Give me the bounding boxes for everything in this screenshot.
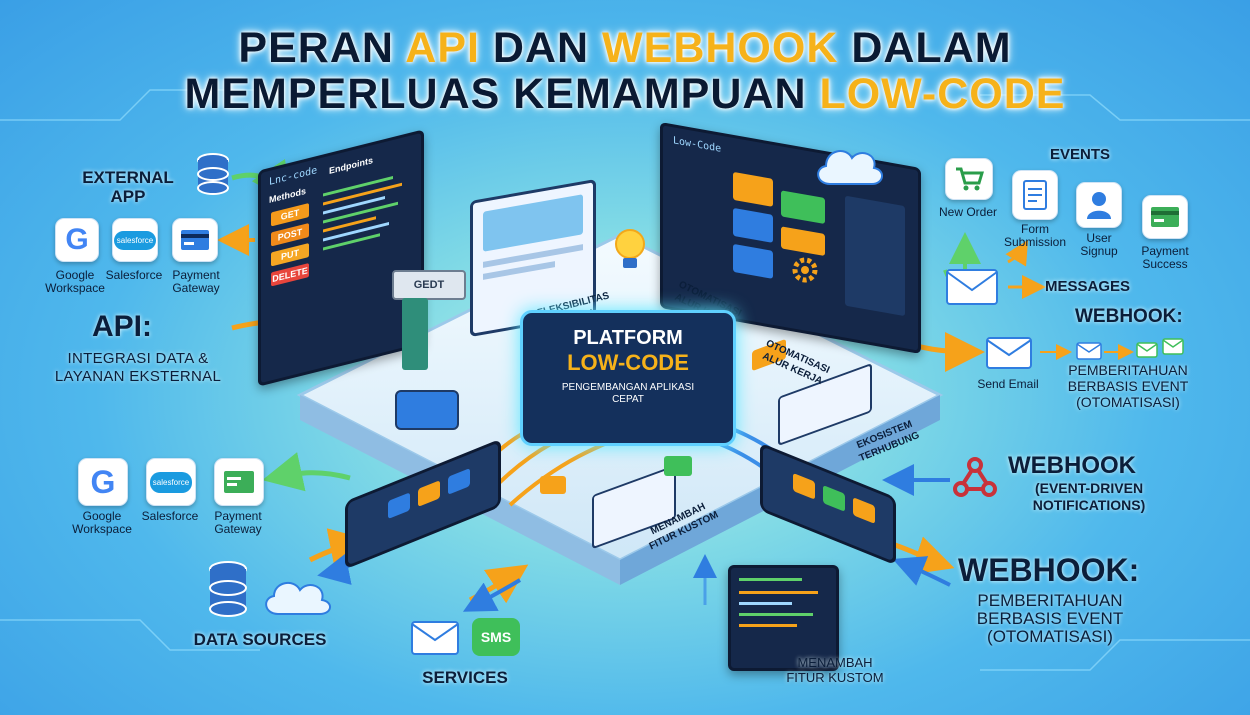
payment-gateway-tile-2[interactable] <box>214 458 264 506</box>
green-block <box>664 456 692 476</box>
salesforce-tile-2[interactable]: salesforce <box>146 458 196 506</box>
google-icon: G <box>65 223 89 256</box>
data-sources-label: DATA SOURCES <box>193 630 327 649</box>
google-workspace-tile-2[interactable]: G <box>78 458 128 506</box>
salesforce-icon: salesforce <box>149 471 193 493</box>
plug-connector <box>402 298 428 370</box>
payment-card-icon <box>1151 207 1179 227</box>
orange-small-block <box>540 476 566 494</box>
cloud-icon <box>265 581 331 615</box>
menambah-label-2: MENAMBAH FITUR KUSTOM <box>786 655 884 685</box>
api-code-panel: Lnc-code Methods Endpoints GET POST PUT … <box>258 129 424 387</box>
user-icon <box>1087 192 1111 219</box>
lightbulb-icon <box>615 229 645 268</box>
title-highlight-low-code: LOW-CODE <box>819 70 1066 118</box>
messages-label: MESSAGES <box>1045 278 1131 295</box>
database-icon <box>209 561 247 617</box>
services-label: SERVICES <box>422 668 508 687</box>
title-text: MEMPERLUAS KEMAMPUAN <box>184 70 820 118</box>
envelope-icon <box>1076 342 1102 360</box>
database-icon <box>197 153 229 195</box>
payment-success-event-tile[interactable] <box>1142 195 1188 239</box>
new-order-label: New Order <box>938 205 997 219</box>
salesforce-tile[interactable]: salesforce <box>112 218 158 262</box>
platform-low-code-chip: PLATFORM LOW-CODE PENGEMBANGAN APLIKASI … <box>520 310 736 446</box>
platform-label-line-3: PENGEMBANGAN APLIKASI CEPAT <box>561 382 695 405</box>
title-highlight-api: API <box>405 24 480 72</box>
cloud-icon <box>817 150 883 185</box>
envelope-icon <box>986 337 1032 369</box>
salesforce-label: Salesforce <box>105 268 163 282</box>
method-put-button[interactable]: PUT <box>271 242 309 267</box>
methods-column-header: Methods <box>269 185 306 205</box>
left-connector-module <box>345 438 501 570</box>
payment-success-label: Payment Success <box>1141 244 1189 271</box>
google-workspace-tile[interactable]: G <box>55 218 99 262</box>
form-icon <box>1023 180 1047 210</box>
cart-icon <box>956 167 984 191</box>
user-signup-event-tile[interactable] <box>1076 182 1122 228</box>
webhook-subtitle-3: PEMBERITAHUAN BERBASIS EVENT (OTOMATISAS… <box>976 591 1124 646</box>
envelope-icon <box>411 621 459 655</box>
payment-gateway-label: Payment Gateway <box>172 268 220 295</box>
salesforce-label-2: Salesforce <box>141 509 199 523</box>
title-highlight-webhook: WEBHOOK <box>602 24 839 72</box>
webhook-title-1: WEBHOOK: <box>1075 306 1183 327</box>
custom-feature-code-panel <box>728 565 839 671</box>
envelope-icon <box>1136 342 1158 358</box>
webhook-title-3: WEBHOOK: <box>958 552 1140 588</box>
sync-block <box>395 390 459 430</box>
gear-icon <box>792 257 818 283</box>
external-app-label: EXTERNAL APP <box>82 168 174 206</box>
page-title-line-1: PERAN API DAN WEBHOOK DALAM <box>0 24 1250 73</box>
method-delete-button[interactable]: DELETE <box>271 262 309 287</box>
code-panel-header: Lnc-code <box>269 164 318 188</box>
platform-label-line-2: LOW-CODE <box>567 350 689 375</box>
webhook-title-2: WEBHOOK <box>1008 452 1136 479</box>
form-submission-event-tile[interactable] <box>1012 170 1058 220</box>
right-connector-module <box>760 442 896 566</box>
api-title: API: <box>92 310 152 343</box>
endpoints-column-header: Endpoints <box>329 155 373 176</box>
webhook-icon <box>953 457 997 497</box>
api-key-plug: GEDT <box>392 270 466 300</box>
webhook-subtitle-2: (EVENT-DRIVEN NOTIFICATIONS) <box>1032 480 1146 513</box>
webhook-subtitle-1: PEMBERITAHUAN BERBASIS EVENT (OTOMATISAS… <box>1067 362 1189 410</box>
platform-label-line-1: PLATFORM <box>573 327 683 349</box>
google-workspace-label: Google Workspace <box>45 268 105 295</box>
dashboard-header: Low-Code <box>673 135 722 155</box>
new-order-event-tile[interactable] <box>945 158 993 200</box>
payment-card-icon <box>224 471 254 493</box>
envelope-icon <box>946 269 998 305</box>
method-post-button[interactable]: POST <box>271 222 309 247</box>
api-subtitle: INTEGRASI DATA & LAYANAN EKSTERNAL <box>54 350 222 385</box>
form-submission-label: Form Submission <box>1003 222 1067 249</box>
payment-card-icon <box>181 230 209 250</box>
google-workspace-label-2: Google Workspace <box>72 509 132 536</box>
payment-gateway-label-2: Payment Gateway <box>214 509 262 536</box>
page-title-line-2: MEMPERLUAS KEMAMPUAN LOW-CODE <box>0 70 1250 119</box>
endpoint-code-lines <box>323 166 411 257</box>
method-get-button[interactable]: GET <box>271 202 309 227</box>
title-text: PERAN <box>238 24 406 72</box>
user-signup-label: User Signup <box>1080 231 1118 258</box>
google-icon: G <box>90 463 116 500</box>
title-text: DALAM <box>838 24 1012 72</box>
title-text: DAN <box>479 24 603 72</box>
envelope-icon <box>1162 338 1184 355</box>
salesforce-icon: salesforce <box>113 230 157 250</box>
payment-gateway-tile[interactable] <box>172 218 218 262</box>
events-label: EVENTS <box>1049 146 1110 163</box>
send-email-label: Send Email <box>977 377 1039 391</box>
sms-bubble-icon: SMS <box>472 618 520 656</box>
